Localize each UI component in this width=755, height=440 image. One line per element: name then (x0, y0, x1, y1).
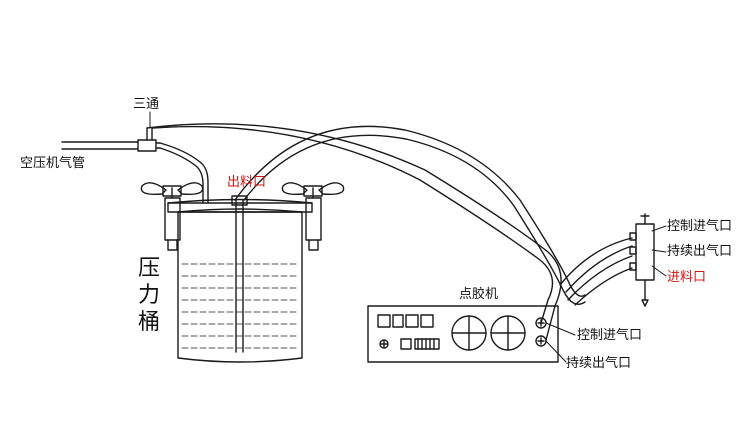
dip-tube (231, 195, 248, 353)
tank-title-3: 桶 (137, 310, 160, 335)
tank-liquid (181, 263, 299, 349)
dispenser-machine (367, 305, 559, 363)
machine-continuous-out-label: 持续出气口 (566, 356, 632, 371)
dial-icon (451, 315, 487, 351)
right-clamp (305, 187, 322, 251)
valve-hoses (559, 237, 633, 306)
material-hose (234, 125, 586, 305)
dispensing-valve (629, 213, 655, 307)
power-indicator (379, 339, 389, 349)
wing-nut-icon (281, 182, 345, 197)
machine-control-in-label: 控制进气口 (577, 328, 643, 343)
valve-control-in-label: 控制进气口 (667, 219, 733, 234)
air-port-icon (535, 335, 547, 347)
pressure-tank (167, 198, 313, 363)
dispenser-air-hoses (146, 123, 562, 341)
tee-fitting (137, 127, 161, 152)
tank-air-hose (159, 142, 209, 204)
valve-continuous-out-label: 持续出气口 (667, 244, 733, 259)
dispenser-label: 点胶机 (459, 287, 499, 302)
tank-title-1: 压 (137, 256, 160, 281)
tee-label: 三通 (133, 97, 160, 112)
leader-lines (149, 111, 667, 363)
wing-nut-icon (140, 182, 204, 197)
valve-material-in-label: 进料口 (667, 270, 707, 285)
outlet-top-label: 出料口 (227, 175, 267, 190)
compressor-air-hose (61, 141, 139, 150)
air-port-icon (535, 317, 547, 329)
dial-icon (490, 315, 526, 351)
tank-title-2: 力 (137, 283, 160, 308)
compressor-hose-label: 空压机气管 (20, 156, 86, 171)
